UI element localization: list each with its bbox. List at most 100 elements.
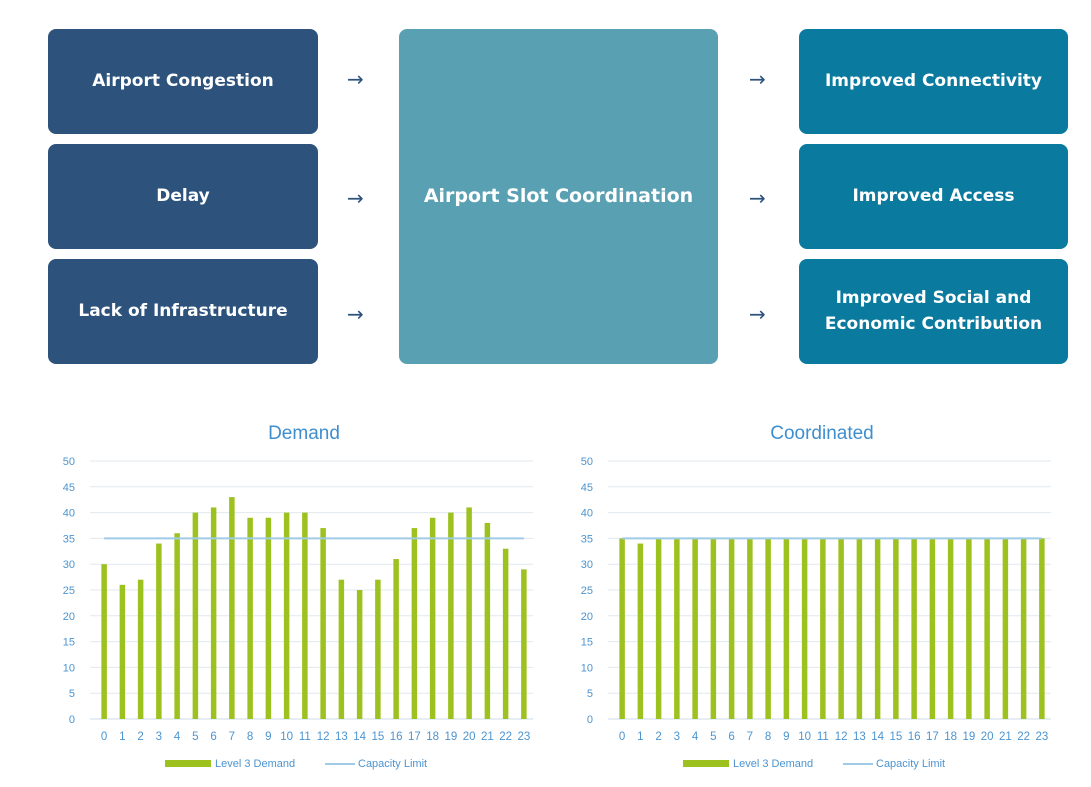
x-tick-label: 3 <box>156 731 162 743</box>
x-tick-label: 16 <box>908 731 921 743</box>
x-tick-label: 19 <box>962 731 975 743</box>
x-tick-label: 21 <box>481 731 494 743</box>
cause-label: Airport Congestion <box>92 70 274 91</box>
bar <box>356 590 363 719</box>
x-tick-label: 14 <box>353 731 366 743</box>
bar <box>137 579 144 719</box>
y-tick-label: 40 <box>63 508 75 520</box>
x-tick-label: 10 <box>280 731 293 743</box>
outcome-label: Improved Social and Economic Contributio… <box>824 288 1043 334</box>
bar <box>765 538 771 719</box>
bar <box>247 517 253 719</box>
x-tick-label: 16 <box>390 731 403 743</box>
x-tick-label: 4 <box>692 731 699 743</box>
x-tick-label: 7 <box>747 731 753 743</box>
x-tick-label: 0 <box>101 731 107 743</box>
x-tick-label: 13 <box>335 731 348 743</box>
y-tick-label: 45 <box>581 482 593 494</box>
bar <box>484 522 491 719</box>
bar <box>838 538 844 719</box>
bar <box>856 538 863 719</box>
x-tick-label: 0 <box>619 731 625 743</box>
x-tick-label: 5 <box>710 731 716 743</box>
bar <box>156 543 162 719</box>
y-tick-label: 0 <box>69 714 75 726</box>
x-tick-label: 15 <box>889 731 902 743</box>
bar <box>411 528 418 719</box>
cause-box-airport-congestion: Airport Congestion <box>48 29 318 134</box>
y-tick-label: 15 <box>581 637 593 649</box>
y-tick-label: 25 <box>581 585 593 597</box>
y-tick-label: 45 <box>63 482 75 494</box>
x-tick-label: 18 <box>426 731 439 743</box>
x-tick-label: 1 <box>637 731 643 743</box>
cause-label: Lack of Infrastructure <box>78 300 288 321</box>
x-tick-label: 23 <box>517 731 530 743</box>
x-tick-label: 13 <box>853 731 866 743</box>
legend-label: Capacity Limit <box>876 758 945 770</box>
y-tick-label: 0 <box>587 714 593 726</box>
x-tick-label: 3 <box>674 731 680 743</box>
x-tick-label: 2 <box>655 731 661 743</box>
arrow-right-icon: → <box>347 67 364 91</box>
arrow-right-icon: → <box>749 302 766 326</box>
bar <box>1020 538 1027 719</box>
bar <box>210 507 217 719</box>
x-tick-label: 15 <box>371 731 384 743</box>
bar <box>929 538 936 719</box>
x-tick-label: 8 <box>765 731 771 743</box>
bar <box>984 538 990 719</box>
chart-title: Demand <box>268 423 340 444</box>
x-tick-label: 22 <box>499 731 512 743</box>
y-tick-label: 20 <box>581 611 593 623</box>
bar <box>637 543 644 719</box>
bar <box>655 538 662 719</box>
bar <box>893 538 899 719</box>
x-tick-label: 7 <box>229 731 235 743</box>
bar <box>429 517 436 719</box>
bar <box>229 497 235 719</box>
outcome-box-improved-social-economic: Improved Social and Economic Contributio… <box>799 259 1068 364</box>
x-tick-label: 17 <box>408 731 421 743</box>
bar <box>320 528 326 719</box>
y-tick-label: 5 <box>587 688 593 700</box>
x-tick-label: 4 <box>174 731 181 743</box>
y-tick-label: 50 <box>581 456 593 468</box>
bar <box>119 584 126 719</box>
x-tick-label: 12 <box>317 731 330 743</box>
x-tick-label: 6 <box>728 731 734 743</box>
x-tick-label: 11 <box>817 731 829 743</box>
x-tick-label: 10 <box>798 731 811 743</box>
y-tick-label: 20 <box>63 611 75 623</box>
bar <box>692 538 698 719</box>
arrow-right-icon: → <box>749 186 766 210</box>
center-label: Airport Slot Coordination <box>423 185 694 208</box>
legend-swatch-bar <box>165 760 211 767</box>
x-tick-label: 11 <box>299 731 311 743</box>
bar <box>966 538 972 719</box>
y-tick-label: 5 <box>69 688 75 700</box>
bar <box>393 559 399 719</box>
y-tick-label: 35 <box>581 533 593 545</box>
bar <box>302 512 308 719</box>
bar <box>192 512 199 719</box>
legend-label: Capacity Limit <box>358 758 427 770</box>
bar <box>747 538 753 719</box>
y-tick-label: 30 <box>581 559 593 571</box>
x-tick-label: 23 <box>1035 731 1048 743</box>
x-tick-label: 6 <box>210 731 216 743</box>
legend-swatch-bar <box>683 760 729 767</box>
bar <box>338 579 345 719</box>
bar <box>710 538 717 719</box>
legend-label: Level 3 Demand <box>733 758 813 770</box>
x-tick-label: 20 <box>463 731 476 743</box>
x-tick-label: 21 <box>999 731 1012 743</box>
bar <box>947 538 954 719</box>
x-tick-label: 22 <box>1017 731 1030 743</box>
bar <box>101 564 107 719</box>
y-tick-label: 30 <box>63 559 75 571</box>
bar <box>783 538 790 719</box>
x-tick-label: 14 <box>871 731 884 743</box>
